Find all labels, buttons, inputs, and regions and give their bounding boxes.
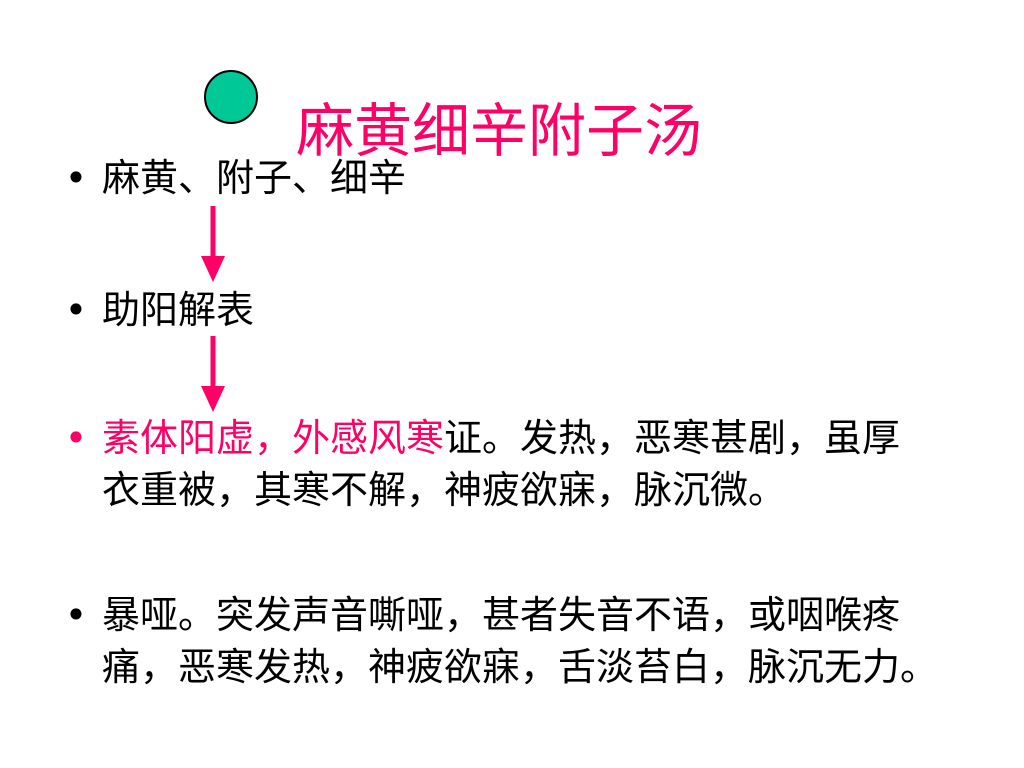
down-arrow-icon	[201, 336, 225, 412]
bullet-marker: •	[64, 593, 88, 637]
bullet-text: 助阳解表	[102, 288, 255, 332]
bullet-text: 麻黄、附子、细辛	[102, 156, 407, 200]
down-arrow-icon	[201, 206, 225, 282]
bullet-indication: • 素体阳虚，外感风寒证。发热，恶寒甚剧，虽厚衣重被，其寒不解，神疲欲寐，脉沉微…	[58, 412, 938, 516]
bullet-ingredients: • 麻黄、附子、细辛	[58, 152, 938, 204]
bullet-hoarseness: • 暴哑。突发声音嘶哑，甚者失音不语，或咽喉疼痛，恶寒发热，神疲欲寐，舌淡苔白，…	[58, 589, 938, 693]
bullet-highlight-text: 素体阳虚，外感风寒	[102, 416, 445, 460]
bullet-marker: •	[64, 288, 88, 332]
bullet-text: 暴哑。突发声音嘶哑，甚者失音不语，或咽喉疼痛，恶寒发热，神疲欲寐，舌淡苔白，脉沉…	[102, 593, 939, 689]
bullet-text: 证。发热，恶寒甚剧，虽厚衣重被，其寒不解，神疲欲寐，脉沉微。	[102, 416, 901, 512]
circle-marker-icon	[204, 70, 258, 124]
bullet-marker: •	[64, 156, 88, 200]
bullet-function: • 助阳解表	[58, 284, 938, 336]
slide-title: 麻黄细辛附子汤	[296, 97, 703, 165]
bullet-marker: •	[64, 416, 88, 460]
